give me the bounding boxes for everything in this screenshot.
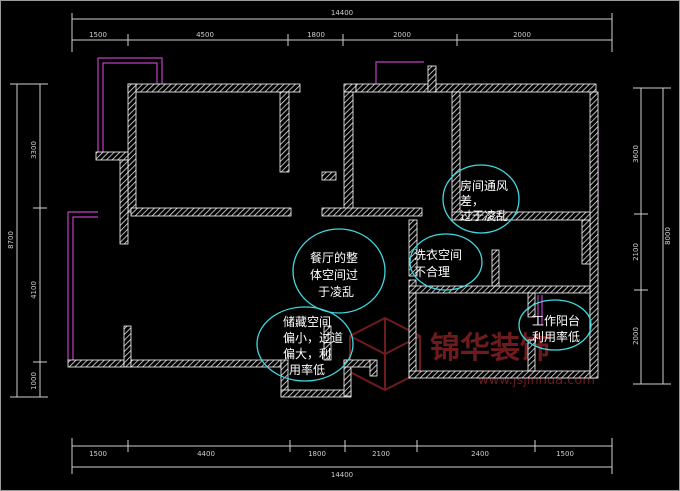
note-line: 于凌乱 — [318, 285, 354, 299]
annotation-circle-dining — [292, 228, 386, 314]
note-line: 工作阳台 — [532, 313, 580, 328]
annotation-circle-laundry — [409, 233, 483, 291]
top-segment-label: 1800 — [307, 31, 325, 39]
bottom-segment-label: 1500 — [556, 450, 574, 458]
note-storage: 储藏空间 偏小，过道 偏大，利 用率低 — [283, 314, 343, 377]
note-line: 差， — [460, 194, 484, 208]
annotation-circle-ventilation — [442, 164, 520, 234]
walls — [67, 65, 599, 398]
note-line: 过于凌乱 — [460, 209, 508, 223]
left-dimension — [10, 83, 48, 398]
top-segment-label: 2000 — [513, 31, 531, 39]
annotations — [256, 164, 592, 382]
left-segment-label: 3300 — [30, 141, 38, 159]
note-balcony: 工作阳台 利用率低 — [532, 313, 580, 344]
top-total-label: 14400 — [331, 9, 353, 17]
bottom-segment-label: 2400 — [471, 450, 489, 458]
note-ventilation: 房间通风 差， 过于凌乱 — [460, 178, 508, 223]
left-total-label: 8700 — [7, 231, 15, 249]
note-line: 用率低 — [289, 362, 325, 377]
note-line: 洗衣空间 — [414, 247, 462, 262]
bottom-total-label: 14400 — [331, 471, 353, 479]
top-dimension — [71, 13, 613, 52]
bottom-segment-label: 1800 — [308, 450, 326, 458]
note-line: 利用率低 — [532, 329, 580, 344]
note-line: 偏大，利 — [283, 346, 331, 361]
left-segment-label: 1000 — [30, 372, 38, 390]
note-laundry: 洗衣空间 不合理 — [414, 247, 462, 279]
annotation-circle-storage — [256, 306, 354, 382]
note-line: 偏小，过道 — [283, 330, 343, 345]
right-segment-label: 3600 — [632, 145, 640, 163]
note-line: 不合理 — [414, 264, 450, 279]
top-segment-label: 1500 — [89, 31, 107, 39]
right-segment-label: 2100 — [632, 243, 640, 261]
right-segment-label: 2000 — [632, 327, 640, 345]
note-line: 餐厅的整 — [310, 250, 358, 265]
note-line: 体空间过 — [310, 268, 358, 282]
note-line: 房间通风 — [460, 178, 508, 193]
top-segment-label: 4500 — [196, 31, 214, 39]
note-dining: 餐厅的整 体空间过 于凌乱 — [310, 250, 358, 299]
note-line: 储藏空间 — [283, 314, 331, 329]
bottom-segment-label: 4400 — [197, 450, 215, 458]
right-total-label: 8000 — [664, 227, 672, 245]
bottom-dimension — [71, 438, 613, 474]
top-segment-label: 2000 — [393, 31, 411, 39]
annotation-circle-balcony — [518, 299, 592, 351]
right-dimension — [633, 87, 671, 385]
watermark: 锦华装饰 www.jsjinhua.com — [349, 316, 595, 392]
left-segment-label: 4100 — [30, 281, 38, 299]
bottom-segment-label: 1500 — [89, 450, 107, 458]
bottom-segment-label: 2100 — [372, 450, 390, 458]
